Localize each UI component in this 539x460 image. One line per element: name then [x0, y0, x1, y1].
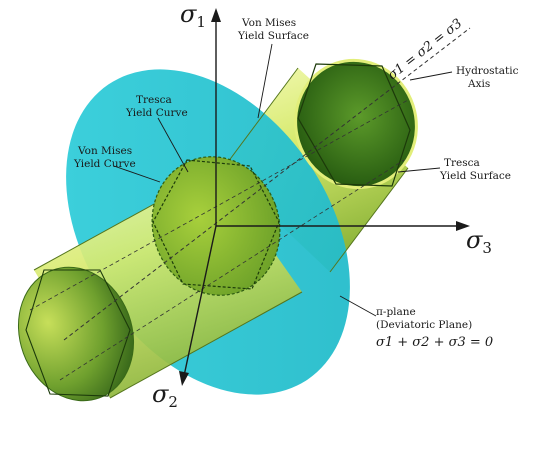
leader-tresca-surface — [397, 167, 441, 173]
label-von-mises-curve-2: Yield Curve — [73, 158, 136, 170]
tresca-hexagon-end — [297, 63, 411, 187]
sigma1-arrow — [211, 8, 221, 22]
label-pi-plane-2: (Deviatoric Plane) — [376, 319, 472, 331]
axes — [179, 8, 470, 386]
tresca-hexagon-mid — [152, 159, 280, 290]
sigma2-label: σ2 — [152, 380, 178, 411]
label-pi-plane-1: π-plane — [376, 306, 416, 318]
label-tresca-curve-2: Yield Curve — [125, 107, 188, 119]
cylinder-left-end — [17, 266, 135, 402]
sigma2-axis — [183, 225, 217, 377]
label-hydrostatic-2: Axis — [467, 78, 490, 90]
cylinder-dashed-line-1 — [29, 99, 409, 311]
leader-von-mises-curve — [113, 165, 161, 183]
label-von-mises-surface-2: Yield Surface — [237, 30, 309, 42]
sigma2-arrow — [179, 371, 189, 386]
label-tresca-surface-2: Yield Surface — [439, 170, 511, 182]
tresca-hexagon-left — [25, 269, 131, 397]
sigma1-label: σ1 — [180, 0, 206, 31]
hydrostatic-axis-line — [63, 27, 471, 341]
cylinder-dashed-line-2 — [59, 159, 405, 381]
sigma3-label: σ3 — [466, 226, 492, 257]
label-von-mises-curve-1: Von Mises — [77, 145, 132, 157]
label-pi-plane-equation: σ1 + σ2 + σ3 = 0 — [376, 335, 493, 350]
label-tresca-curve-1: Tresca — [136, 94, 172, 106]
leader-tresca-curve — [157, 117, 189, 173]
leader-von-mises-surface — [257, 43, 273, 119]
label-von-mises-surface-1: Von Mises — [241, 17, 296, 29]
label-tresca-surface-1: Tresca — [444, 157, 480, 169]
sigma3-arrow — [456, 221, 470, 231]
label-hydrostatic-1: Hydrostatic — [456, 65, 519, 77]
hydrostatic-equation: σ1 = σ2 = σ3 — [385, 16, 465, 83]
leader-hydrostatic — [409, 71, 453, 81]
leader-pi-plane — [339, 295, 377, 317]
